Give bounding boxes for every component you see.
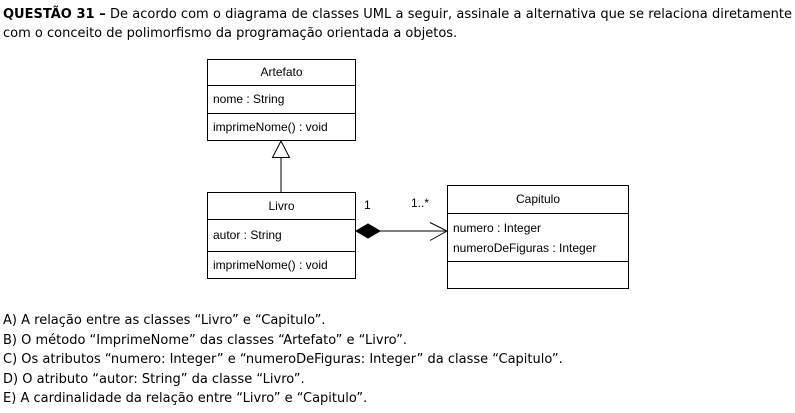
methods-compartment: imprimeNome() : void bbox=[208, 251, 355, 278]
class-attribute: nome : String bbox=[213, 92, 285, 106]
multiplicity-label-source: 1 bbox=[364, 198, 371, 212]
uml-class-livro: Livro autor : String imprimeNome() : voi… bbox=[207, 192, 356, 279]
methods-compartment bbox=[448, 261, 628, 288]
option-letter: C) bbox=[3, 352, 18, 368]
generalization-triangle-icon bbox=[271, 139, 291, 158]
class-attribute: numero : Integer bbox=[453, 220, 542, 235]
attributes-compartment: autor : String bbox=[208, 219, 355, 251]
option-letter: D) bbox=[3, 371, 19, 387]
option-text: O atributo “autor: String” da classe “Li… bbox=[22, 371, 305, 387]
methods-compartment: imprimeNome() : void bbox=[208, 113, 355, 140]
option-letter: E) bbox=[3, 391, 17, 407]
option-text: Os atributos “numero: Integer” e “numero… bbox=[21, 352, 563, 368]
class-name: Artefato bbox=[260, 65, 303, 79]
composition-diamond-icon bbox=[355, 223, 381, 239]
option-d: D) O atributo “autor: String” da classe … bbox=[3, 370, 792, 390]
option-b: B) O método “ImprimeNome” das classes “A… bbox=[3, 331, 792, 351]
multiplicity-label-target: 1..* bbox=[411, 196, 430, 210]
option-c: C) Os atributos “numero: Integer” e “num… bbox=[3, 350, 792, 370]
question-number: QUESTÃO 31 – bbox=[3, 7, 106, 22]
class-method: imprimeNome() : void bbox=[213, 119, 328, 134]
attributes-compartment: numero : Integer numeroDeFiguras : Integ… bbox=[448, 213, 628, 261]
option-text: O método “ImprimeNome” das classes “Arte… bbox=[21, 332, 407, 348]
class-name: Livro bbox=[268, 198, 295, 213]
class-name: Capitulo bbox=[515, 192, 561, 206]
class-attribute: autor : String bbox=[213, 228, 282, 242]
class-attribute: numeroDeFiguras : Integer bbox=[453, 240, 597, 255]
option-text: A relação entre as classes “Livro” e “Ca… bbox=[21, 313, 326, 328]
open-arrowhead-icon bbox=[429, 222, 449, 241]
option-text: A cardinalidade da relação entre “Livro”… bbox=[20, 391, 368, 407]
attributes-compartment: nome : String bbox=[208, 85, 355, 113]
uml-class-artefato: Artefato nome : String imprimeNome() : v… bbox=[207, 59, 356, 141]
option-e: E) A cardinalidade da relação entre “Liv… bbox=[3, 389, 792, 409]
option-a: A) A relação entre as classes “Livro” e … bbox=[3, 311, 792, 331]
class-method: imprimeNome() : void bbox=[213, 257, 328, 272]
question-statement: QUESTÃO 31 – De acordo com o diagrama de… bbox=[3, 5, 792, 43]
option-letter: B) bbox=[3, 332, 17, 348]
question-text: De acordo com o diagrama de classes UML … bbox=[3, 7, 792, 41]
uml-class-capitulo: Capitulo numero : Integer numeroDeFigura… bbox=[447, 185, 629, 289]
option-letter: A) bbox=[3, 313, 17, 328]
answer-options: A) A relação entre as classes “Livro” e … bbox=[3, 311, 792, 409]
